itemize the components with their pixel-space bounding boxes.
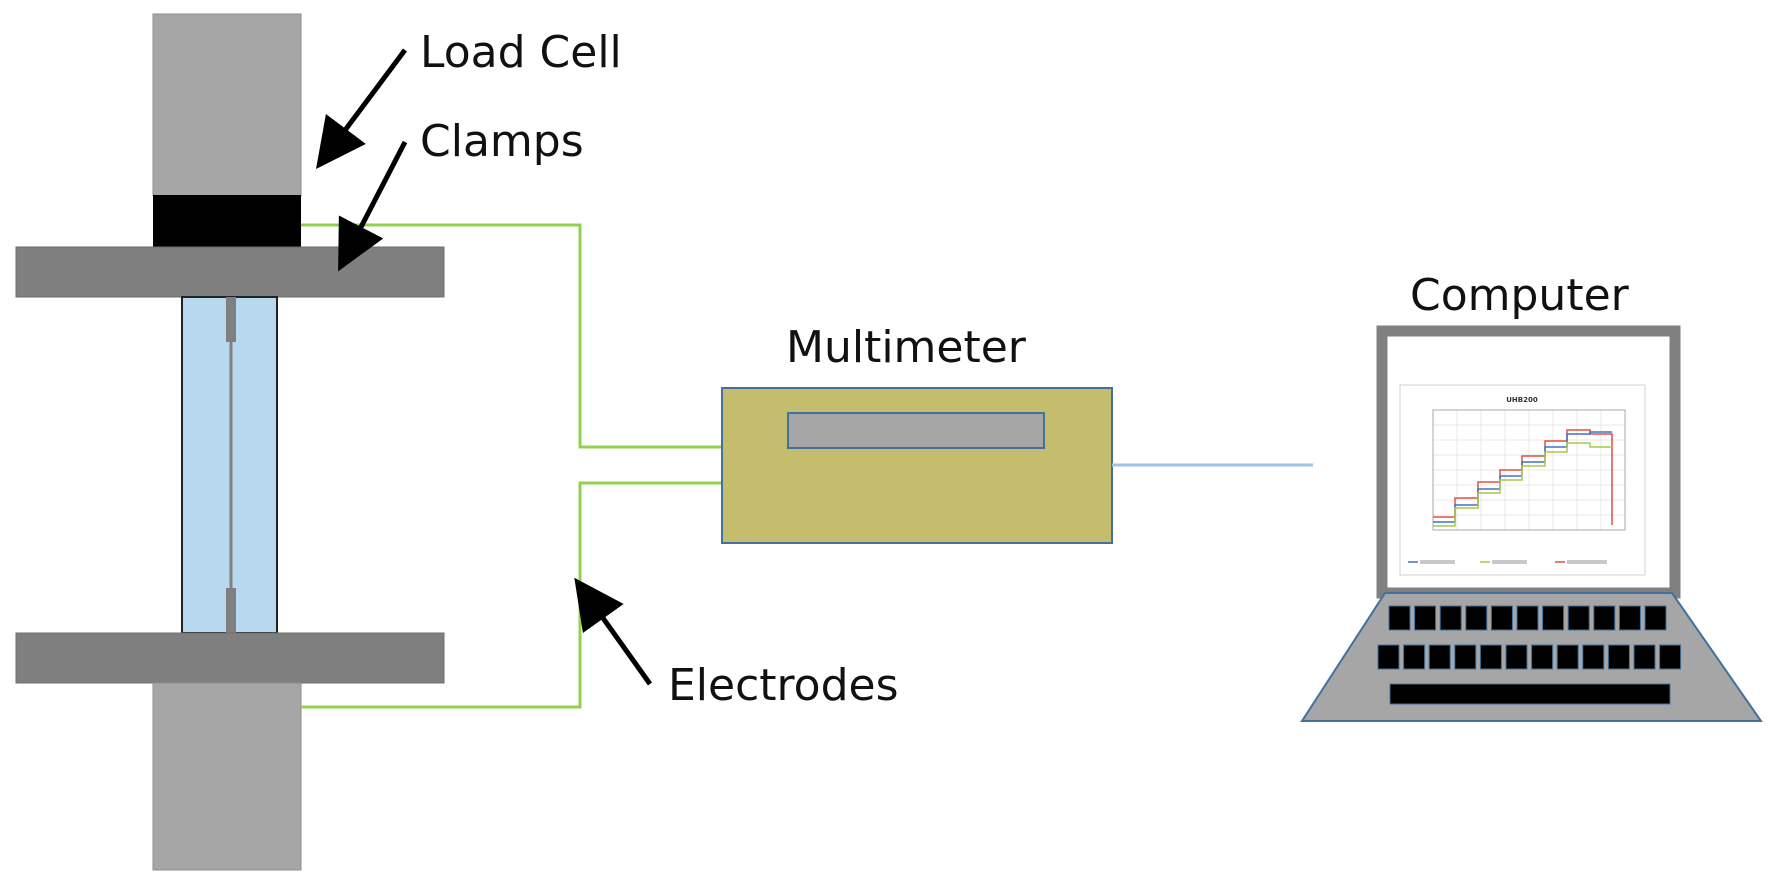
- keyboard-key: [1414, 605, 1437, 631]
- lower-electrode-tab: [226, 588, 236, 633]
- label-multimeter: Multimeter: [786, 322, 1027, 373]
- clamps-arrow: [338, 140, 408, 272]
- keyboard-key: [1633, 644, 1656, 670]
- keyboard-key: [1388, 605, 1411, 631]
- screen-series-green: [1433, 442, 1612, 527]
- keyboard-key: [1428, 644, 1451, 670]
- screen-chart-title: UHB200: [1506, 396, 1538, 404]
- laptop-computer: UHB200: [1300, 325, 1763, 722]
- keyboard-key: [1618, 605, 1641, 631]
- keyboard-key: [1582, 644, 1605, 670]
- keyboard-key: [1659, 644, 1682, 670]
- screen-legend-text-green: [1492, 560, 1527, 564]
- upper-crosshead: [152, 13, 302, 197]
- label-load-cell: Load Cell: [420, 27, 622, 78]
- label-clamps: Clamps: [420, 116, 584, 167]
- electrodes-arrow: [574, 577, 653, 686]
- label-electrodes: Electrodes: [668, 660, 899, 711]
- multimeter: [721, 387, 1113, 544]
- keyboard-spacebar: [1389, 683, 1671, 705]
- screen-chart: UHB200: [1399, 384, 1646, 576]
- keyboard-key: [1556, 644, 1579, 670]
- screen-legend-text-red: [1567, 560, 1607, 564]
- multimeter-body: [721, 387, 1113, 544]
- keyboard-key: [1607, 644, 1630, 670]
- keyboard-key: [1479, 644, 1502, 670]
- load-cell-arrow: [316, 48, 408, 170]
- keyboard-key: [1403, 644, 1426, 670]
- keyboard-key: [1531, 644, 1554, 670]
- keyboard-key: [1505, 644, 1528, 670]
- callout-arrows: [316, 48, 653, 686]
- keyboard-key: [1377, 644, 1400, 670]
- keyboard-key: [1542, 605, 1565, 631]
- keyboard-key: [1567, 605, 1590, 631]
- multimeter-display: [787, 412, 1045, 449]
- label-computer: Computer: [1410, 270, 1630, 321]
- upper-electrode-tab: [226, 297, 236, 342]
- upper-wire: [301, 223, 722, 449]
- screen-chart-axes: [1432, 409, 1626, 531]
- keyboard-key: [1644, 605, 1667, 631]
- tensile-machine: [15, 13, 445, 871]
- screen-chart-legend: [1408, 560, 1607, 564]
- keyboard-key: [1439, 605, 1462, 631]
- keyboard: [1377, 605, 1682, 670]
- keyboard-key: [1516, 605, 1539, 631]
- keyboard-key: [1454, 644, 1477, 670]
- upper-clamp: [15, 246, 445, 298]
- keyboard-key: [1490, 605, 1513, 631]
- screen-legend-text-blue: [1420, 560, 1455, 564]
- lower-crosshead: [152, 682, 302, 871]
- keyboard-key: [1465, 605, 1488, 631]
- lower-clamp: [15, 632, 445, 684]
- load-cell-block: [153, 195, 301, 247]
- keyboard-key: [1593, 605, 1616, 631]
